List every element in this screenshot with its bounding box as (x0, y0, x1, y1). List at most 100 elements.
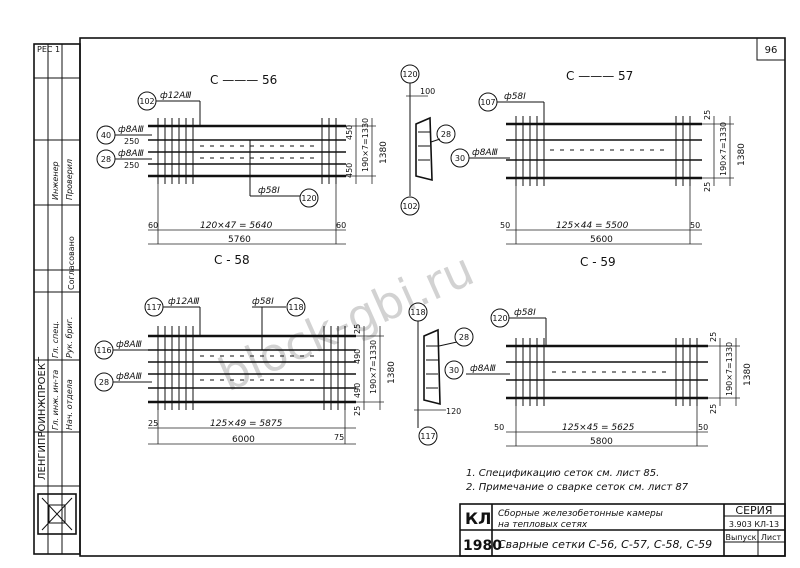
c57-callout-left: 30 (455, 154, 465, 163)
sec-low-dim: 120 (446, 407, 461, 416)
c58-callout-top-right: 118 (288, 303, 303, 312)
c58-callout-left-upper: 116 (96, 346, 111, 355)
c56-callout-left-upper: 40 (101, 131, 111, 140)
c58-dim-r3: 490 (353, 383, 362, 398)
c57-dim-total: 1380 (737, 143, 747, 166)
stamp-row-6: Проверил (65, 159, 74, 200)
c58-bar-lower: ф8АⅢ (116, 372, 142, 382)
c58-bar-cross: ф58Ⅰ (252, 297, 274, 307)
c59-bar-top: ф58Ⅰ (514, 308, 536, 318)
c59-callout-top: 120 (492, 314, 507, 323)
c56-dim-right: 60 (336, 221, 346, 230)
c57-dim-span: 125×44 = 5500 (556, 221, 629, 231)
c57-dim-right: 50 (690, 221, 700, 230)
c56-dim-left: 60 (148, 221, 158, 230)
stamp-agreed: Согласовано (67, 236, 76, 290)
c58-dim-r4: 25 (353, 406, 362, 416)
sheet-number-box (756, 37, 786, 61)
c58-dim-left: 25 (148, 419, 158, 428)
sec-low-left: 30 (449, 366, 459, 375)
mesh-c57-title: С ——— 57 (566, 69, 633, 83)
sec-up-top: 120 (402, 70, 417, 79)
c58-bar-upper: ф8АⅢ (116, 340, 142, 350)
mesh-c59-title: С - 59 (580, 255, 616, 269)
c56-callout-top: 102 (139, 97, 154, 106)
tb-year: 1980 (463, 538, 502, 554)
sec-up-right: 28 (441, 130, 451, 139)
c59-dim-stack: 190×7=1330 (725, 342, 734, 396)
c56-callout-bottom: 120 (301, 194, 316, 203)
c58-dim-r2: 490 (353, 349, 362, 364)
mesh-c57: С ——— 57 107 ф58Ⅰ 30 ф8АⅢ 25 190×7=1330 … (450, 69, 747, 245)
c57-dim-total-len: 5600 (590, 235, 613, 245)
c59-dim-right: 50 (698, 423, 708, 432)
title-block: КЛ 1980 Сборные железобетонные камеры на… (459, 503, 786, 557)
c58-callout-top-left: 117 (146, 303, 161, 312)
c57-bar-left: ф8АⅢ (472, 148, 498, 158)
sheet-number: 96 (765, 45, 778, 56)
tb-code: КЛ (465, 509, 491, 528)
tb-desc-line2: на тепловых сетях (498, 520, 588, 530)
c57-dim-stack: 190×7=1330 (719, 122, 728, 176)
stamp-row-3: Гл. спец. (51, 321, 60, 358)
c58-dim-stack: 190×7=1330 (369, 340, 378, 394)
stamp-row-4: Рук. бриг. (65, 317, 74, 358)
section-lower: 118 28 30 120 117 (408, 302, 474, 446)
tb-sheet-label: Лист (761, 533, 782, 542)
tb-issue-label: Выпуск (726, 533, 757, 542)
mesh-c56: С ——— 56 102 ф12АⅢ 40 ф8АⅢ 250 28 ф8АⅢ 2… (96, 73, 389, 245)
sec-up-dim: 100 (420, 87, 435, 96)
stamp-row-5: Инженер (51, 161, 60, 200)
stamp-corner: РЕС 1 (37, 45, 60, 54)
c59-dim-r2: 25 (709, 404, 718, 414)
c56-bar-upper-len: 250 (124, 137, 139, 146)
c56-callout-left-lower: 28 (101, 155, 111, 164)
sec-low-bottom: 117 (420, 432, 435, 441)
c58-dim-span: 125×49 = 5875 (210, 419, 283, 429)
c57-dim-left: 50 (500, 221, 510, 230)
c58-dim-right: 75 (334, 433, 344, 442)
mesh-c58: 117 ф12АⅢ ф58Ⅰ 118 116 ф8АⅢ 28 ф8АⅢ 25 4… (94, 297, 397, 445)
c59-dim-r1: 25 (709, 332, 718, 342)
c58-callout-left-lower: 28 (99, 378, 109, 387)
c59-bar-left: ф8АⅢ (470, 364, 496, 374)
c56-bar-lower-len: 250 (124, 161, 139, 170)
c56-dim-span: 120×47 = 5640 (200, 221, 273, 231)
c57-bar-top: ф58Ⅰ (504, 92, 526, 102)
tb-desc-line1: Сборные железобетонные камеры (498, 509, 663, 519)
tb-series-label: СЕРИЯ (735, 504, 772, 517)
c59-dim-span: 125×45 = 5625 (562, 423, 635, 433)
sec-low-right: 28 (459, 333, 469, 342)
mesh-c56-title: С ——— 56 (210, 73, 277, 87)
c56-dim-total: 1380 (379, 141, 389, 164)
side-stamp: ЛЕНГИПРОИНЖПРОЕКТ Согласовано Гл. инж. и… (33, 43, 81, 555)
stamp-row-1: Гл. инж. ин-та (51, 370, 60, 430)
c59-dim-total-len: 5800 (590, 437, 613, 447)
c58-dim-r1: 25 (353, 324, 362, 334)
watermark: block-gbi.ru (211, 242, 482, 402)
stamp-org: ЛЕНГИПРОИНЖПРОЕКТ (37, 356, 48, 480)
tb-sheet-title: Сварные сетки С-56, С-57, С-58, С-59 (498, 538, 712, 551)
c56-bar-cross: ф58Ⅰ (258, 186, 280, 196)
c57-dim-r2: 25 (703, 182, 712, 192)
c57-callout-top: 107 (480, 98, 495, 107)
c58-dim-total-len: 6000 (232, 435, 255, 445)
c56-dim-stack: 190×7=1330 (361, 118, 370, 172)
c56-dim-total-len: 5760 (228, 235, 251, 245)
c59-dim-total: 1380 (743, 363, 753, 386)
note-2: 2. Примечание о сварке сеток см. лист 87 (466, 482, 689, 493)
stamp-row-2: Нач. отдела (65, 379, 74, 430)
c56-dim-r2: 450 (345, 163, 354, 178)
tb-series-value: 3.903 КЛ-13 (729, 520, 779, 529)
c56-dim-r1: 450 (345, 125, 354, 140)
c58-bar-top: ф12АⅢ (168, 297, 200, 307)
sec-low-top: 118 (410, 308, 425, 317)
c56-bar-lower: ф8АⅢ (118, 149, 144, 159)
note-1: 1. Спецификацию сеток см. лист 85. (466, 468, 659, 479)
mesh-c59: 120 ф58Ⅰ ф8АⅢ 25 190×7=1330 1380 25 50 1… (466, 308, 753, 447)
sec-up-bottom: 102 (402, 202, 417, 211)
c59-dim-left: 50 (494, 423, 504, 432)
mesh-c58-title: С - 58 (214, 253, 250, 267)
c58-dim-total: 1380 (387, 361, 397, 384)
